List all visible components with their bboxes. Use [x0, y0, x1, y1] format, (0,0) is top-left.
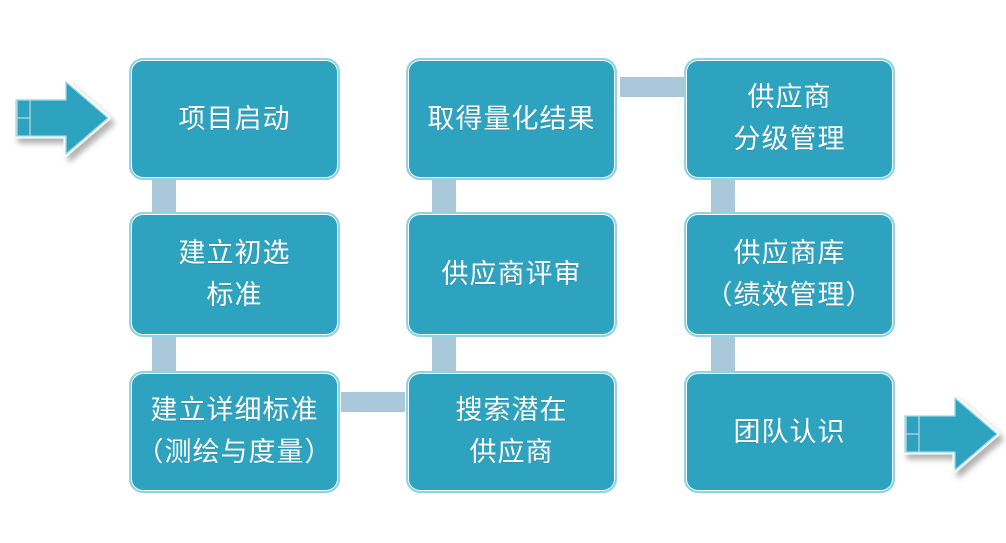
node-label-line: （绩效管理）	[705, 279, 874, 310]
node-supplier-tier-management[interactable]: 供应商 分级管理	[684, 58, 895, 180]
node-label-line: 团队认识	[733, 416, 846, 447]
node-label-line: 建立详细标准	[150, 395, 319, 426]
node-label-line: 分级管理	[733, 124, 846, 154]
node-project-start[interactable]: 项目启动	[129, 58, 340, 180]
node-label-line: 供应商	[469, 437, 554, 467]
node-supplier-review[interactable]: 供应商评审	[406, 212, 617, 337]
node-label-line: （测绘与度量）	[136, 437, 333, 467]
node-label-line: 标准	[206, 279, 263, 310]
node-label-line: 项目启动	[178, 103, 291, 134]
connector-supplier-database-to-team-recognition	[711, 337, 735, 371]
node-supplier-database[interactable]: 供应商库 （绩效管理）	[684, 212, 895, 337]
connector-preliminary-to-detailed-criteria	[152, 337, 176, 371]
node-label-line: 供应商评审	[441, 259, 582, 290]
node-establish-preliminary-criteria[interactable]: 建立初选 标准	[129, 212, 340, 337]
node-label-line: 供应商	[747, 82, 832, 113]
node-obtain-quantified-results[interactable]: 取得量化结果	[406, 58, 617, 180]
connector-supplier-review-to-quantified-results	[432, 180, 456, 212]
node-label-line: 建立初选	[178, 237, 291, 268]
connector-search-suppliers-to-supplier-review	[432, 337, 456, 371]
node-establish-detailed-criteria[interactable]: 建立详细标准 （测绘与度量）	[129, 371, 340, 493]
entry-arrow-icon	[13, 78, 111, 158]
connector-detailed-criteria-to-search-suppliers	[341, 392, 405, 412]
connector-tier-management-to-supplier-database	[711, 180, 735, 212]
node-label-line: 搜索潜在	[455, 395, 568, 426]
connector-project-start-to-preliminary-criteria	[152, 180, 176, 212]
node-search-potential-suppliers[interactable]: 搜索潜在 供应商	[406, 371, 617, 493]
exit-arrow-icon	[902, 394, 1000, 474]
connector-quantified-results-to-tier-management	[620, 77, 684, 97]
node-label-line: 取得量化结果	[427, 103, 596, 134]
node-label-line: 供应商库	[733, 237, 846, 268]
node-team-recognition[interactable]: 团队认识	[684, 371, 895, 493]
